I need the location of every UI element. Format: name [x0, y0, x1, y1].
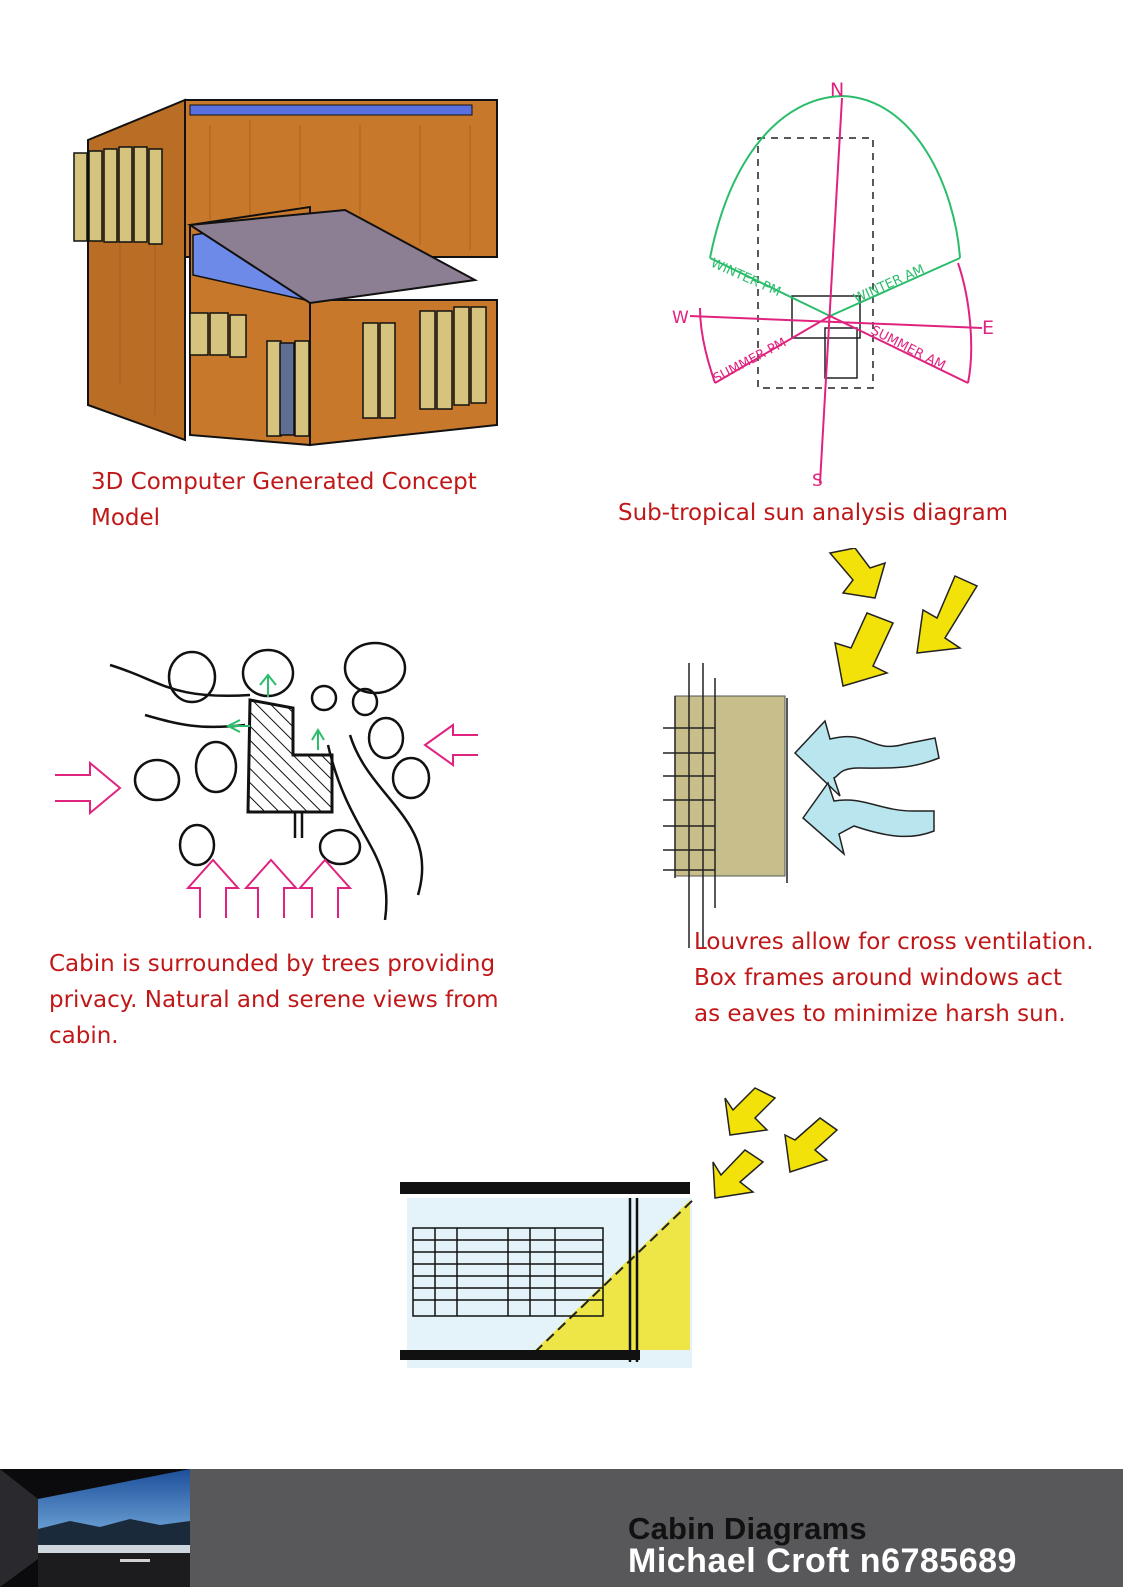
wall-panel	[674, 695, 786, 877]
building-footprint	[791, 295, 861, 339]
caption-trees: Cabin is surrounded by trees providing p…	[49, 946, 499, 1054]
caption-line: Model	[91, 505, 161, 531]
upper-louvres	[73, 146, 163, 245]
window-section-sketch	[400, 1087, 839, 1368]
roof-eave	[400, 1182, 690, 1194]
sun-patch	[535, 1200, 690, 1350]
column	[628, 1198, 639, 1362]
caption-line: privacy. Natural and serene views from	[49, 987, 499, 1013]
east-west-axis	[689, 315, 983, 329]
door	[279, 342, 295, 436]
sloped-roof	[187, 208, 479, 305]
compass-w: W	[672, 308, 689, 328]
breeze-arrow-icon	[55, 723, 478, 918]
label-summer-pm: SUMMER PM	[711, 335, 789, 386]
winter-sun-path	[709, 94, 961, 259]
louvre-ventilation-diagram	[663, 548, 979, 948]
window-louvres	[412, 1227, 604, 1317]
cabin-thumbnail-image	[0, 1469, 190, 1587]
caption-line: Louvres allow for cross ventilation.	[694, 929, 1094, 955]
label-winter-pm: WINTER PM	[708, 256, 782, 300]
caption-sun-analysis: Sub-tropical sun analysis diagram	[618, 495, 1008, 531]
sun-analysis-diagram: N S E W WINTER PM WINTER AM SUMMER PM SU…	[672, 79, 994, 491]
view-arrow-icon	[225, 673, 325, 750]
sun-arrow-icon	[828, 548, 979, 687]
cabin-thumbnail	[0, 1469, 190, 1587]
site-trees-diagram	[55, 641, 478, 921]
sun-arrow-icon	[712, 1087, 839, 1199]
path-curve	[109, 663, 251, 697]
cabin-footprint	[246, 698, 334, 814]
footer-title: Cabin Diagrams	[628, 1511, 867, 1546]
skylight-strip	[189, 104, 473, 116]
site-outline	[757, 137, 874, 389]
wind-arrow-icon	[793, 719, 940, 857]
label-summer-am: SUMMER AM	[868, 323, 948, 373]
caption-line: as eaves to minimize harsh sun.	[694, 1001, 1066, 1027]
caption-line: Box frames around windows act	[694, 965, 1063, 991]
footer-bar: Cabin Diagrams Michael Croft n6785689	[0, 1469, 1123, 1587]
caption-line: Cabin is surrounded by trees providing	[49, 951, 496, 977]
concept-model-drawing	[73, 98, 498, 447]
caption-line: Sub-tropical sun analysis diagram	[618, 500, 1009, 526]
caption-louvres: Louvres allow for cross ventilation. Box…	[694, 924, 1094, 1032]
tree-icon	[133, 641, 431, 867]
label-winter-am: WINTER AM	[852, 262, 927, 307]
north-south-axis	[819, 97, 843, 484]
footer-author: Michael Croft n6785689	[628, 1542, 1017, 1580]
caption-concept-model: 3D Computer Generated Concept Model	[91, 464, 477, 536]
floor-slab	[400, 1350, 640, 1360]
window-frame	[663, 663, 788, 948]
compass-s: S	[812, 471, 823, 491]
compass-e: E	[982, 317, 994, 339]
compass-n: N	[830, 79, 844, 101]
caption-line: cabin.	[49, 1023, 119, 1049]
lower-louvres	[189, 306, 487, 437]
caption-line: 3D Computer Generated Concept	[91, 469, 477, 495]
